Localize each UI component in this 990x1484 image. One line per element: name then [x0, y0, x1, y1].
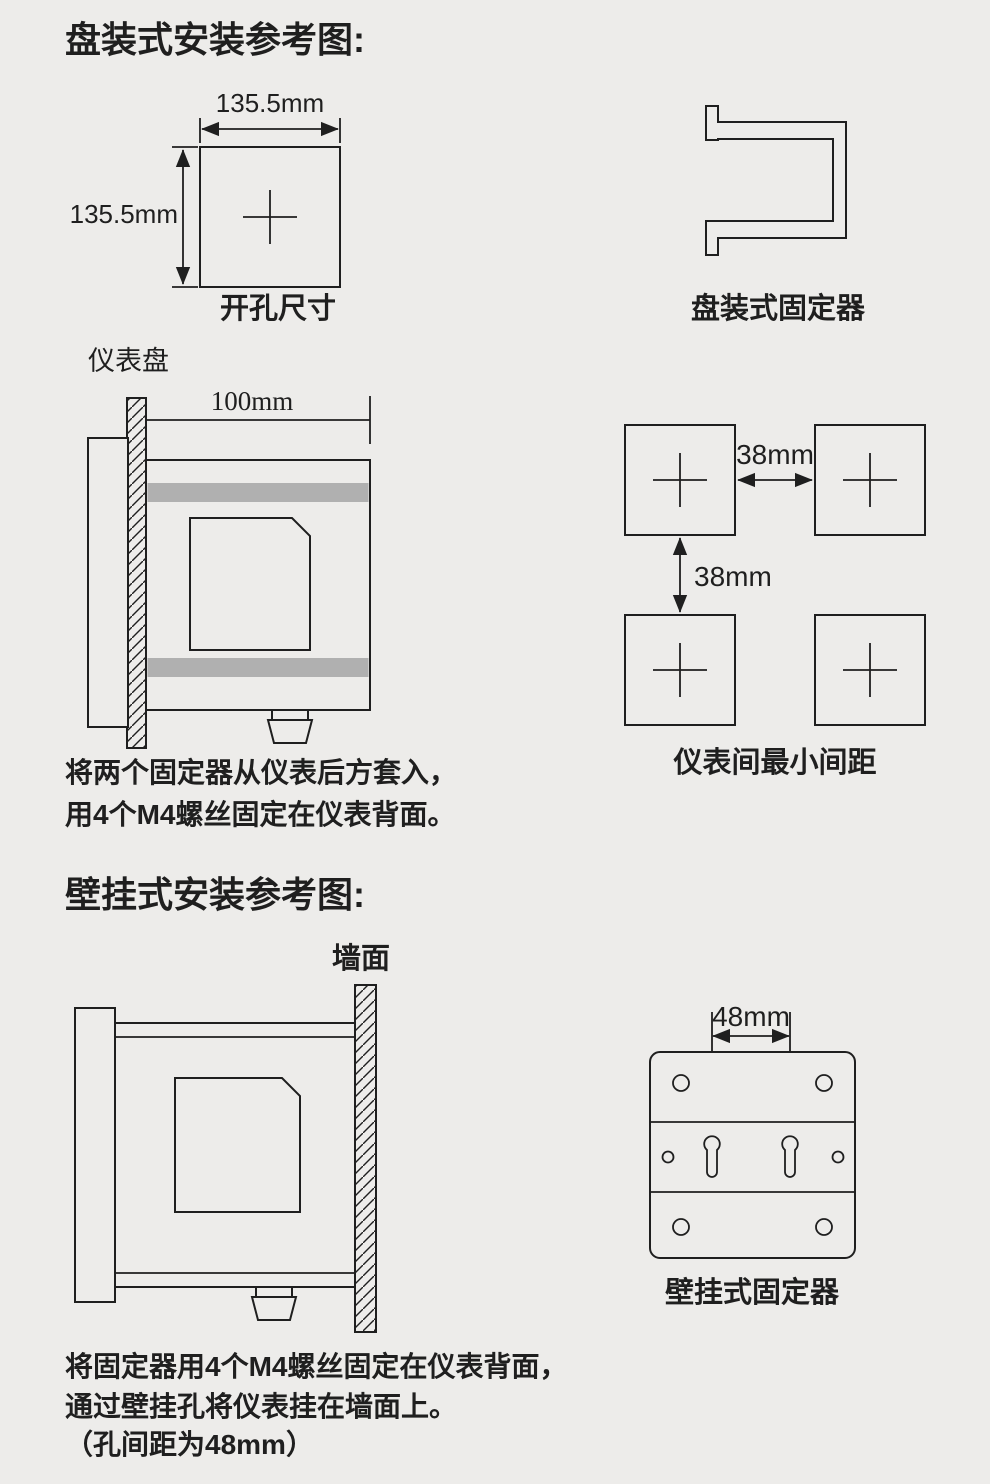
fixture-clamp-bottom	[147, 658, 369, 677]
cutout-height-label: 135.5mm	[70, 199, 178, 229]
panel-hatched-strip	[126, 397, 147, 749]
wall-note-line-3: （孔间距为48mm）	[65, 1428, 314, 1460]
spacing-horizontal-label: 38mm	[736, 439, 814, 470]
wall-plate-caption: 壁挂式固定器	[665, 1275, 840, 1309]
wall-instrument-front-bezel	[74, 1007, 116, 1303]
wall-note-line-1: 将固定器用4个M4螺丝固定在仪表背面，	[65, 1350, 567, 1382]
instrument-side-panel-window	[189, 517, 311, 651]
cutout-caption: 开孔尺寸	[220, 292, 336, 325]
spacing-vertical-label: 38mm	[694, 561, 772, 592]
spacing-square-top-right	[814, 424, 926, 536]
spacing-square-bottom-right	[814, 614, 926, 726]
spacing-cross-bottom-left	[653, 643, 707, 697]
wall-hatched-strip	[354, 984, 377, 1333]
wall-section-title: 壁挂式安装参考图:	[65, 874, 365, 915]
wall-surface-label: 墙面	[332, 942, 390, 975]
cable-gland-neck	[271, 709, 309, 721]
panel-note-line-2: 用4个M4螺丝固定在仪表背面。	[65, 798, 455, 830]
depth-dim-label: 100mm	[211, 386, 294, 416]
wall-instrument-side-window	[174, 1077, 301, 1213]
spacing-square-bottom-left	[624, 614, 736, 726]
instrument-front-bezel	[87, 437, 129, 728]
cutout-square	[199, 146, 341, 288]
spacing-caption: 仪表间最小间距	[672, 746, 876, 779]
fixture-clamp-top	[147, 483, 369, 502]
spacing-cross-top-left	[653, 453, 707, 507]
cutout-center-cross	[243, 190, 297, 244]
plate-screw-hole-top-right	[815, 1074, 833, 1092]
wall-cable-gland-neck	[255, 1286, 293, 1298]
wall-plate	[649, 1051, 856, 1259]
wall-cable-gland-body	[250, 1296, 298, 1321]
panel-bracket-outline	[705, 105, 847, 256]
plate-keyhole-slot-right	[781, 1135, 799, 1178]
panel-bracket-caption: 盘装式固定器	[691, 291, 866, 325]
cutout-width-label: 135.5mm	[216, 88, 324, 118]
plate-screw-hole-bottom-left	[672, 1218, 690, 1236]
wall-instrument-body	[114, 1022, 356, 1288]
spacing-cross-top-right	[843, 453, 897, 507]
cable-gland-body	[266, 719, 314, 744]
spacing-cross-bottom-right	[843, 643, 897, 697]
plate-side-hole-left	[661, 1150, 675, 1164]
wall-note-line-2: 通过壁挂孔将仪表挂在墙面上。	[65, 1391, 457, 1422]
plate-screw-hole-bottom-right	[815, 1218, 833, 1236]
plate-hole-spacing-label: 48mm	[712, 1001, 790, 1032]
instrument-panel-label: 仪表盘	[88, 346, 169, 376]
plate-side-hole-right	[831, 1150, 845, 1164]
plate-keyhole-slot-left	[703, 1135, 721, 1178]
panel-note-line-1: 将两个固定器从仪表后方套入，	[65, 756, 457, 788]
spacing-square-top-left	[624, 424, 736, 536]
plate-screw-hole-top-left	[672, 1074, 690, 1092]
panel-section-title: 盘装式安装参考图:	[65, 19, 365, 60]
